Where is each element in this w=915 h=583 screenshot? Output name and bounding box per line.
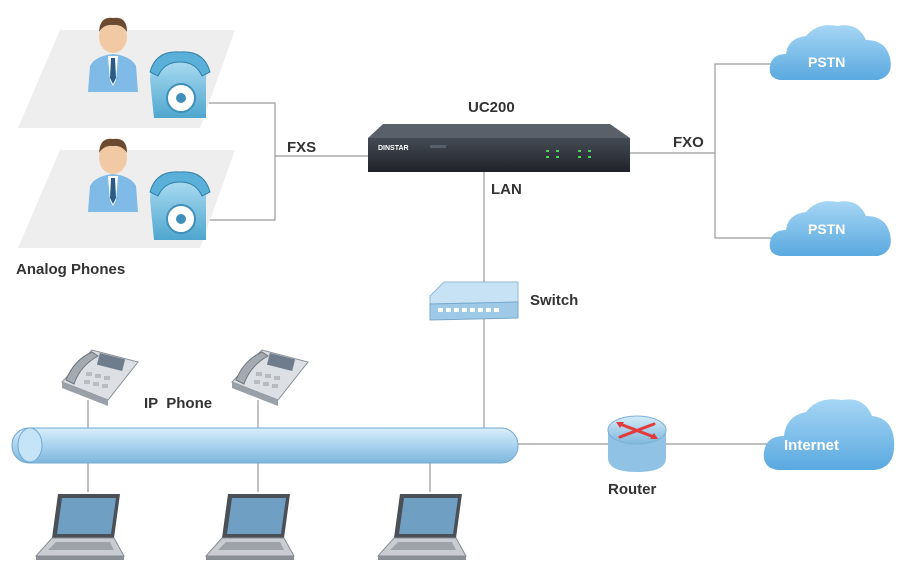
person-icon — [88, 17, 138, 92]
person-icon — [88, 138, 138, 212]
device-label: UC200 — [468, 99, 515, 116]
analog-phone-icon — [149, 171, 211, 240]
ip-phone-icon — [231, 349, 309, 406]
fxs-label: FXS — [287, 139, 316, 156]
analog-station-2 — [18, 138, 235, 248]
connection-wires — [87, 63, 775, 492]
router-icon — [607, 415, 667, 472]
lan-label: LAN — [491, 181, 522, 198]
internet-cloud: Internet — [763, 399, 895, 470]
gateway-device-icon: DINSTAR — [368, 124, 630, 172]
pstn-cloud-bottom: PSTN — [769, 201, 891, 256]
ip-phone-label: IP Phone — [144, 395, 212, 412]
analog-phone-icon — [149, 51, 211, 118]
fxo-label: FXO — [673, 134, 704, 151]
device-brand: DINSTAR — [378, 145, 409, 152]
cloud-icon — [769, 201, 891, 256]
analog-station-1 — [18, 17, 235, 128]
pstn-top-label: PSTN — [808, 54, 845, 70]
internet-label: Internet — [784, 437, 839, 454]
pstn-bottom-label: PSTN — [808, 221, 845, 237]
ip-phone-icon — [61, 349, 139, 406]
laptop-icon — [376, 494, 467, 560]
pstn-cloud-top: PSTN — [769, 25, 891, 80]
cloud-icon — [769, 25, 891, 80]
laptop-icon — [204, 494, 295, 560]
analog-phones-label: Analog Phones — [16, 261, 125, 278]
laptop-icon — [34, 494, 125, 560]
switch-icon — [429, 281, 519, 321]
status-leds — [546, 150, 591, 158]
lan-bus — [11, 427, 519, 464]
switch-label: Switch — [530, 292, 578, 309]
cloud-icon — [763, 399, 895, 470]
router-label: Router — [608, 481, 656, 498]
